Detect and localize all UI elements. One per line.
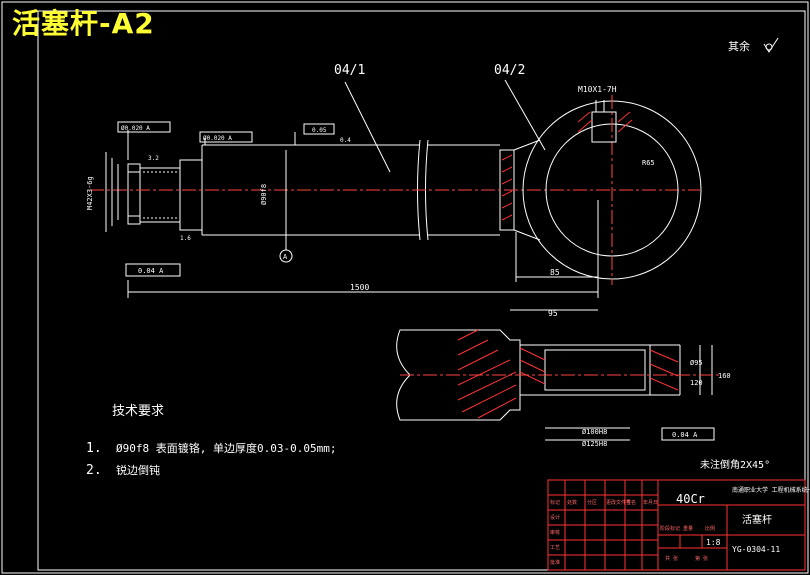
roughness-symbol [763,37,779,53]
eye-section-view [396,309,713,441]
weld-hatch [501,154,513,221]
dim-eye-bore2: Ø125H8 [582,440,607,448]
finish-2: 3.2 [148,155,159,162]
tb-org: 南通职业大学 工程机械系统一 [732,486,810,494]
drawing-title: 活塞杆-A2 [12,7,155,40]
tech-req-1-num: 1. [86,441,102,456]
dim-total-length: 1500 [350,283,369,292]
tolerance-frames [117,121,715,441]
roughness-note: 其余 [728,39,750,53]
tb-label-zone: 分区 [587,499,597,506]
tb-drawing-no: YG-0304-11 [732,545,780,554]
tb-scale: 1:8 [706,538,721,547]
tb-label-count: 处数 [567,499,577,506]
dim-rod-diam: Ø90f8 [260,184,268,205]
tb-label-process: 工艺 [550,545,560,551]
tb-part-name: 活塞杆 [742,513,772,526]
dim-eye-w3: 160 [718,372,731,380]
tech-req-1-text: Ø90f8 表面镀铬, 单边厚度0.03-0.05mm; [116,441,336,455]
tb-material: 40Cr [676,492,705,506]
tb-label-sheets: 共 张 [665,555,678,562]
tech-req-2-num: 2. [86,463,102,478]
dim-eye-w2: 120 [690,379,703,387]
part-number-1: 04/1 [334,63,365,78]
tol-perp-2: 0.04 A [672,431,698,439]
tb-label-scale: 比例 [705,525,715,532]
tb-label-mark: 标记 [550,499,560,506]
tb-label-review: 审核 [550,529,560,536]
thread-label: M10X1-7H [578,85,617,94]
dim-thread-spec: M42X3-6g [86,176,94,210]
dim-radius: R65 [642,159,655,167]
rod-eye [522,95,702,285]
tb-label-sheet: 第 张 [695,555,708,562]
dim-eye-w1: Ø95 [690,359,703,367]
dim-eye-width: 95 [548,309,558,318]
tb-label-approve: 批准 [550,559,560,566]
datum-a-label: A [283,253,288,261]
tol-perp-1: 0.04 A [138,267,164,275]
tb-label-weight: 重量 [683,525,693,532]
chamfer-note: 未注倒角2X45° [700,458,770,471]
tol-flat: 0.05 [312,127,327,134]
part-number-2: 04/2 [494,63,525,78]
tol-runout-2: Ø0.020 A [203,135,232,142]
tb-label-date: 年月日 [643,499,658,506]
part-leaders [344,79,546,173]
section-hatch [457,329,679,419]
eye-port-hatch [577,111,633,133]
text-layer: 其余 04/1 04/2 M10X1-7H 1500 85 95 R65 Ø90… [86,39,810,566]
dim-eye-offset: 85 [550,268,560,277]
title-block [547,479,806,571]
tb-label-design: 设计 [550,514,560,521]
tol-runout-1: Ø0.020 A [121,125,150,132]
tb-label-doc: 更改文件号 [606,499,631,506]
sheet-inner-border [37,10,806,571]
datum-a-marker [279,238,293,263]
dim-eye-bore1: Ø100H8 [582,428,607,436]
dim-lines-main [105,100,599,298]
finish-3: 1.6 [180,235,191,242]
tb-label-stage: 阶段标记 [660,525,680,532]
tech-req-heading: 技术要求 [112,404,164,419]
tech-req-2-text: 锐边倒钝 [116,463,160,477]
tb-label-sign: 签名 [626,499,636,506]
finish-1: 0.4 [340,137,351,144]
